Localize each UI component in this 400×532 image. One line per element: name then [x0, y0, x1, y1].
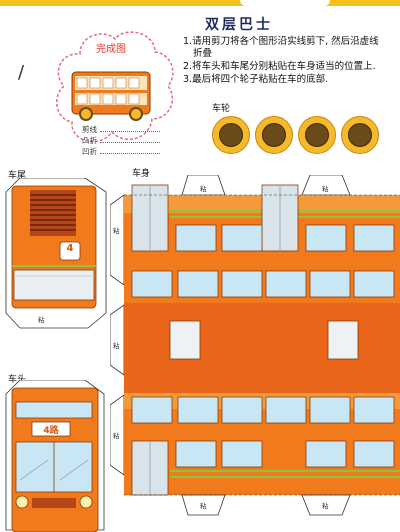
body-label: 车身 [132, 169, 151, 179]
wheel-4 [341, 116, 379, 154]
body-glue-left-1: 粘 [113, 227, 120, 235]
front-piece [5, 380, 105, 532]
top-strip [0, 0, 400, 6]
body-glue-left-2: 粘 [113, 342, 120, 350]
rear-glue-tab: 粘 [38, 316, 45, 324]
route-sign: 4路 [43, 426, 59, 436]
instruction-1-cont: 折叠 [193, 48, 213, 59]
body-glue-bottom-1: 粘 [200, 502, 207, 510]
wheel-3 [298, 116, 336, 154]
wheels-label: 车轮 [212, 104, 231, 114]
body-glue-left-3: 粘 [113, 432, 120, 440]
page-title: 双层巴士 [205, 17, 273, 33]
legend-concave: 凹折 [82, 147, 97, 156]
instruction-1: 1.请用剪刀将各个图形沿实线剪下, 然后沿虚线 [183, 36, 379, 47]
legend-cut: 剪线 [82, 125, 97, 134]
legend-concave-line [100, 153, 160, 154]
top-notch [240, 0, 330, 6]
completed-cloud [56, 31, 174, 143]
legend-convex: 凸折 [82, 136, 97, 145]
wheel-2 [255, 116, 293, 154]
body-glue-top-2: 粘 [322, 185, 329, 193]
completed-label: 完成图 [96, 44, 126, 55]
completed-bus-illustration [71, 71, 151, 121]
body-glue-bottom-2: 粘 [322, 502, 329, 510]
rear-label: 车尾 [8, 171, 27, 181]
rear-number: 4 [66, 243, 74, 254]
instruction-2: 2.将车头和车尾分别粘贴在车身适当的位置上. [183, 61, 376, 72]
slash-mark: / [18, 62, 25, 83]
legend-cut-line [100, 131, 160, 132]
legend-convex-line [100, 142, 160, 143]
body-glue-top-1: 粘 [200, 185, 207, 193]
instruction-3: 3.最后将四个轮子粘贴在车的底部. [183, 74, 329, 85]
body-piece [110, 175, 400, 516]
rear-piece [5, 178, 107, 329]
wheel-1 [212, 116, 250, 154]
front-label: 车头 [8, 375, 27, 385]
